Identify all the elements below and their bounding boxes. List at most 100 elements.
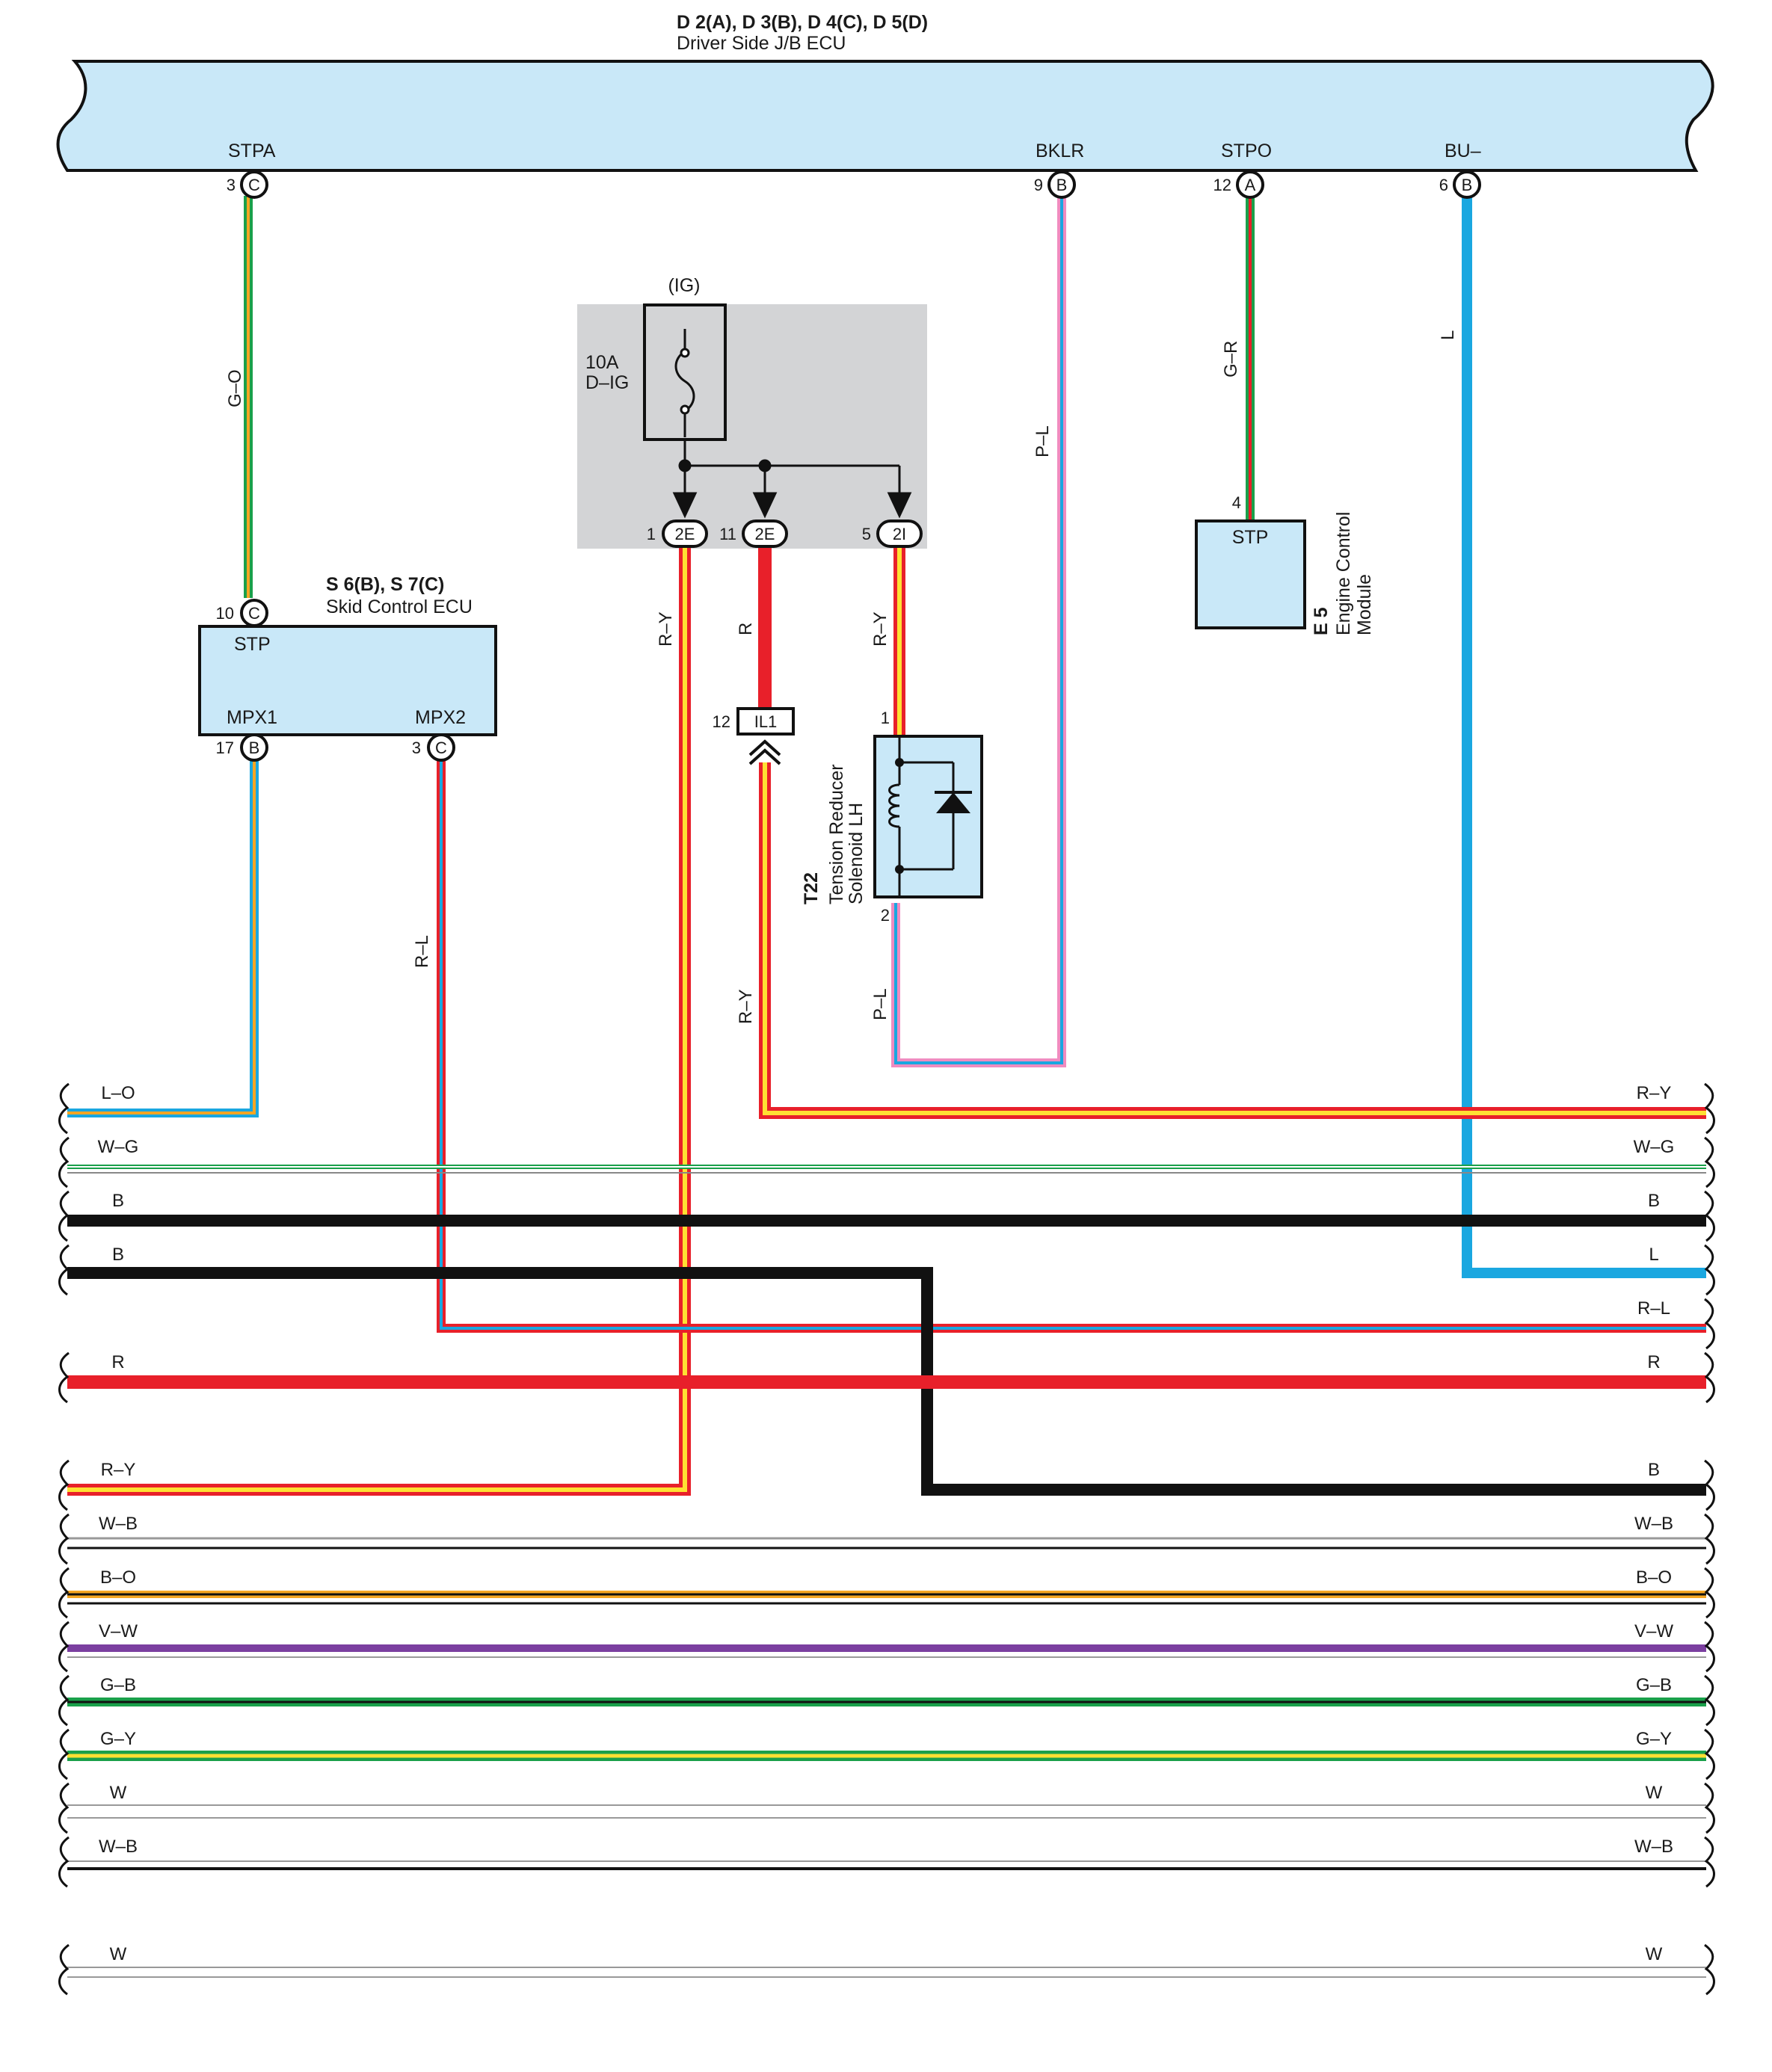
connector-il1: IL1 12	[713, 707, 795, 765]
skid-ecu-name: Skid Control ECU	[326, 596, 473, 617]
solenoid-diode-icon	[935, 791, 972, 813]
wire-mpx1-l-o	[67, 759, 259, 1117]
svg-text:IL1: IL1	[754, 712, 778, 731]
wire-label-bklr: P–L	[1033, 425, 1053, 457]
svg-text:B: B	[1462, 176, 1473, 194]
wire-label-mpx2: R–L	[412, 935, 432, 968]
skid-pin-mpx2: C 3	[412, 733, 455, 762]
fuse-out-1: 2E 1	[647, 519, 708, 548]
skid-pin-mpx1: B 17	[216, 733, 268, 762]
jb-ecu-connectors-title: D 2(A), D 3(B), D 4(C), D 5(D)	[677, 12, 928, 33]
fuse-distribution	[672, 440, 912, 519]
skid-stp-label: STP	[234, 634, 271, 655]
svg-text:A: A	[1245, 176, 1256, 194]
bus-left-10: V–W	[99, 1621, 138, 1641]
bus-right-9: B–O	[1636, 1567, 1672, 1588]
wire-label-out1: R–Y	[656, 611, 676, 647]
svg-text:12: 12	[713, 712, 730, 731]
wire-label-sol2: P–L	[870, 988, 890, 1020]
wire-bklr-p-l	[891, 196, 1066, 1067]
bus-left-8: W–B	[99, 1514, 138, 1534]
solenoid-code: T22	[801, 872, 822, 904]
wire-label-out5: R–Y	[870, 611, 890, 647]
svg-text:1: 1	[647, 525, 656, 543]
svg-text:C: C	[248, 176, 260, 194]
bus-right-1: W–G	[1634, 1137, 1675, 1157]
wire-il1-r-y	[759, 762, 1706, 1119]
break-marks	[58, 1082, 1715, 1996]
wire-label-il1-down: R–Y	[736, 989, 756, 1024]
bus-left-13: W	[110, 1783, 127, 1803]
ecm-name-1: Engine Control	[1333, 512, 1354, 635]
bus-left-12: G–Y	[100, 1729, 136, 1749]
fuse-group-label: (IG)	[668, 275, 700, 296]
solenoid-name-1: Tension Reducer	[826, 764, 847, 904]
svg-text:2I: 2I	[893, 525, 906, 543]
jb-ecu-body	[56, 60, 1714, 172]
bus-right-12: G–Y	[1636, 1729, 1672, 1749]
bus-left-11: G–B	[100, 1675, 136, 1695]
wire-mpx2-r-l	[437, 759, 1706, 1333]
bus-right-7: B	[1648, 1460, 1660, 1480]
skid-mpx2-label: MPX2	[415, 707, 466, 728]
jb-pin-stpa: C 3	[227, 170, 268, 199]
bus-left-3: B	[112, 1245, 124, 1265]
bus-left-7: R–Y	[101, 1460, 136, 1480]
bus-right-16: W	[1646, 1944, 1663, 1964]
wire-label-stpa: G–O	[225, 369, 245, 407]
bus-right-3: L	[1649, 1245, 1658, 1265]
solenoid-pin1: 1	[881, 709, 890, 727]
svg-text:5: 5	[862, 525, 871, 543]
wire-label-out11: R	[736, 623, 756, 635]
svg-text:17: 17	[216, 739, 234, 757]
solenoid-pin2: 2	[881, 906, 890, 925]
svg-text:C: C	[435, 739, 447, 757]
bus-right-8: W–B	[1634, 1514, 1673, 1534]
bus-wires	[67, 1165, 1706, 1978]
svg-text:3: 3	[412, 739, 421, 757]
svg-text:B: B	[249, 739, 260, 757]
solenoid-box	[873, 735, 983, 898]
svg-text:B: B	[1056, 176, 1068, 194]
skid-pin-stp: C 10	[216, 599, 268, 627]
bus-right-2: B	[1648, 1191, 1660, 1211]
jb-pin-label-bu: BU–	[1445, 141, 1481, 161]
wire-out1-r-y	[67, 548, 691, 1496]
jb-pin-stpo: A 12	[1213, 170, 1264, 199]
bus-right-0: R–Y	[1637, 1083, 1672, 1103]
svg-text:2E: 2E	[755, 525, 775, 543]
bus-left-1: W–G	[98, 1137, 139, 1157]
fuse-box-shade	[577, 304, 927, 549]
bus-right-4: R–L	[1637, 1298, 1670, 1319]
bus-right-10: V–W	[1634, 1621, 1673, 1641]
bus-left-9: B–O	[100, 1567, 136, 1588]
ecm-box	[1195, 519, 1306, 629]
svg-text:10: 10	[216, 604, 234, 623]
bus-right-5: R	[1647, 1352, 1660, 1372]
fuse-rating: 10A	[585, 352, 619, 373]
bus-left-5: R	[111, 1352, 124, 1372]
bus-right-11: G–B	[1636, 1675, 1672, 1695]
svg-text:3: 3	[227, 176, 236, 194]
svg-text:12: 12	[1213, 176, 1231, 194]
skid-ecu-title: S 6(B), S 7(C)	[326, 574, 444, 595]
skid-ecu-box	[198, 625, 497, 736]
jb-pin-bu: B 6	[1439, 170, 1481, 199]
jb-pin-label-stpo: STPO	[1221, 141, 1272, 161]
svg-text:2E: 2E	[675, 525, 695, 543]
bus-right-13: W	[1646, 1783, 1663, 1803]
svg-text:6: 6	[1439, 176, 1448, 194]
wire-label-bu: L	[1438, 330, 1458, 340]
jb-ecu-name: Driver Side J/B ECU	[677, 33, 846, 54]
wire-label-stpo: G–R	[1221, 341, 1241, 377]
svg-text:C: C	[248, 604, 260, 623]
fuse-out-5: 2I 5	[862, 519, 923, 548]
bus-left-14: W–B	[99, 1837, 138, 1857]
ecm-stp-label: STP	[1232, 527, 1269, 548]
bus-left-2: B	[112, 1191, 124, 1211]
ecm-name-2: Module	[1354, 574, 1375, 635]
solenoid-name-2: Solenoid LH	[846, 803, 867, 904]
svg-text:11: 11	[719, 525, 736, 543]
bus-left-0: L–O	[101, 1083, 135, 1103]
